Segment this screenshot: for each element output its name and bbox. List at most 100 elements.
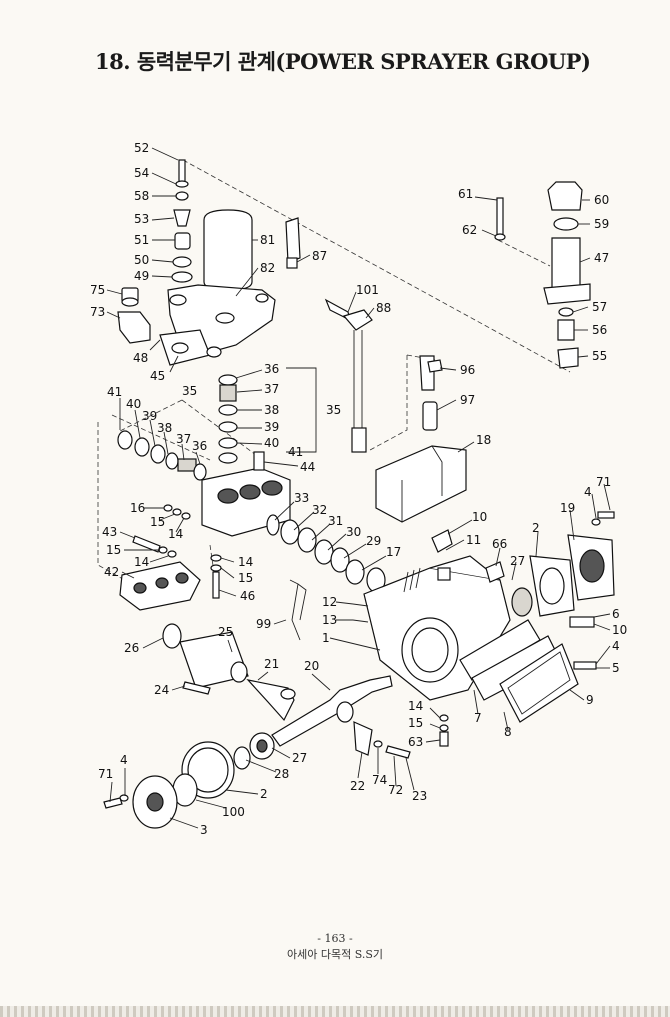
callout-label: 31: [328, 514, 343, 528]
callout-label: 4: [584, 485, 592, 499]
callout-label: 14: [408, 699, 423, 713]
callout-label: 38: [157, 421, 172, 435]
callout-label: 41: [107, 385, 122, 399]
callout-label: 15: [106, 543, 121, 557]
callout-label: 73: [90, 305, 105, 319]
callout-label: 44: [300, 460, 315, 474]
callout-label: 96: [460, 363, 475, 377]
callout-label: 24: [154, 683, 169, 697]
callout-label: 30: [346, 525, 361, 539]
callout-label: 39: [264, 420, 279, 434]
callout-label: 29: [366, 534, 381, 548]
callout-label: 15: [238, 571, 253, 585]
pressure-chamber-parts: [494, 181, 591, 369]
callout-label: 59: [594, 217, 609, 231]
callout-label: 38: [264, 403, 279, 417]
callout-label: 25: [218, 625, 233, 639]
assembly-guide-lines: [97, 159, 571, 601]
callout-label: 17: [386, 545, 401, 559]
callout-label: 13: [322, 613, 337, 627]
callout-label: 37: [176, 432, 191, 446]
callout-label: 20: [304, 659, 319, 673]
callout-label: 4: [612, 639, 620, 653]
callout-label: 39: [142, 409, 157, 423]
callout-label: 19: [560, 501, 575, 515]
callout-numbers: 52 54 58 53 51 50 49 81 82 87 75 73 48 4…: [90, 141, 627, 837]
callout-label: 54: [134, 166, 149, 180]
callout-label: 66: [492, 537, 507, 551]
callout-label: 2: [260, 787, 268, 801]
callout-label: 72: [388, 783, 403, 797]
callout-label: 2: [532, 521, 540, 535]
callout-label: 14: [168, 527, 183, 541]
callout-label: 52: [134, 141, 149, 155]
callout-label: 55: [592, 349, 607, 363]
callout-label: 35: [326, 403, 341, 417]
callout-label: 27: [292, 751, 307, 765]
callout-label: 47: [594, 251, 609, 265]
callout-label: 4: [120, 753, 128, 767]
callout-label: 6: [612, 607, 620, 621]
callout-label: 36: [264, 362, 279, 376]
callout-label: 8: [504, 725, 512, 739]
callout-label: 57: [592, 300, 607, 314]
callout-label: 87: [312, 249, 327, 263]
callout-label: 81: [260, 233, 275, 247]
callout-label: 71: [98, 767, 113, 781]
callout-label: 27: [510, 554, 525, 568]
manifold-block: [117, 284, 276, 366]
callout-label: 7: [474, 711, 482, 725]
callout-label: 58: [134, 189, 149, 203]
valve-stack-parts: [171, 159, 301, 304]
callout-label: 43: [102, 525, 117, 539]
callout-label: 61: [458, 187, 473, 201]
pressure-hose-and-valves: [324, 298, 443, 453]
callout-label: 37: [264, 382, 279, 396]
callout-label: 35: [182, 384, 197, 398]
callout-label: 3: [200, 823, 208, 837]
callout-label: 53: [134, 212, 149, 226]
callout-label: 21: [264, 657, 279, 671]
callout-label: 15: [150, 515, 165, 529]
callout-label: 11: [466, 533, 481, 547]
callout-label: 56: [592, 323, 607, 337]
callout-label: 23: [412, 789, 427, 803]
callout-label: 63: [408, 735, 423, 749]
callout-label: 36: [192, 439, 207, 453]
callout-label: 18: [476, 433, 491, 447]
callout-label: 33: [294, 491, 309, 505]
pump-cover: [375, 445, 467, 523]
callout-label: 28: [274, 767, 289, 781]
callout-leader-lines: [106, 147, 611, 829]
callout-label: 101: [356, 283, 379, 297]
footer-caption: 아세아 다목적 S.S기: [286, 948, 383, 961]
callout-label: 48: [133, 351, 148, 365]
side-covers-and-gaskets: [459, 511, 615, 723]
callout-label: 100: [222, 805, 245, 819]
callout-label: 10: [472, 510, 487, 524]
callout-label: 22: [350, 779, 365, 793]
callout-label: 41: [288, 445, 303, 459]
callout-label: 16: [130, 501, 145, 515]
callout-label: 15: [408, 716, 423, 730]
callout-label: 10: [612, 623, 627, 637]
callout-label: 82: [260, 261, 275, 275]
callout-label: 62: [462, 223, 477, 237]
scan-edge-strip: [0, 1006, 670, 1017]
callout-label: 12: [322, 595, 337, 609]
callout-label: 99: [256, 617, 271, 631]
page-title: 18. 동력분무기 관계(POWER SPRAYER GROUP): [95, 49, 591, 74]
callout-label: 74: [372, 773, 387, 787]
crankshaft-and-rods: [162, 623, 449, 759]
callout-label: 14: [134, 555, 149, 569]
callout-label: 71: [596, 475, 611, 489]
callout-label: 88: [376, 301, 391, 315]
callout-label: 50: [134, 253, 149, 267]
callout-label: 40: [126, 397, 141, 411]
callout-label: 42: [104, 565, 119, 579]
callout-label: 9: [586, 693, 594, 707]
bolts-and-washers-left: [119, 504, 307, 641]
callout-label: 60: [594, 193, 609, 207]
